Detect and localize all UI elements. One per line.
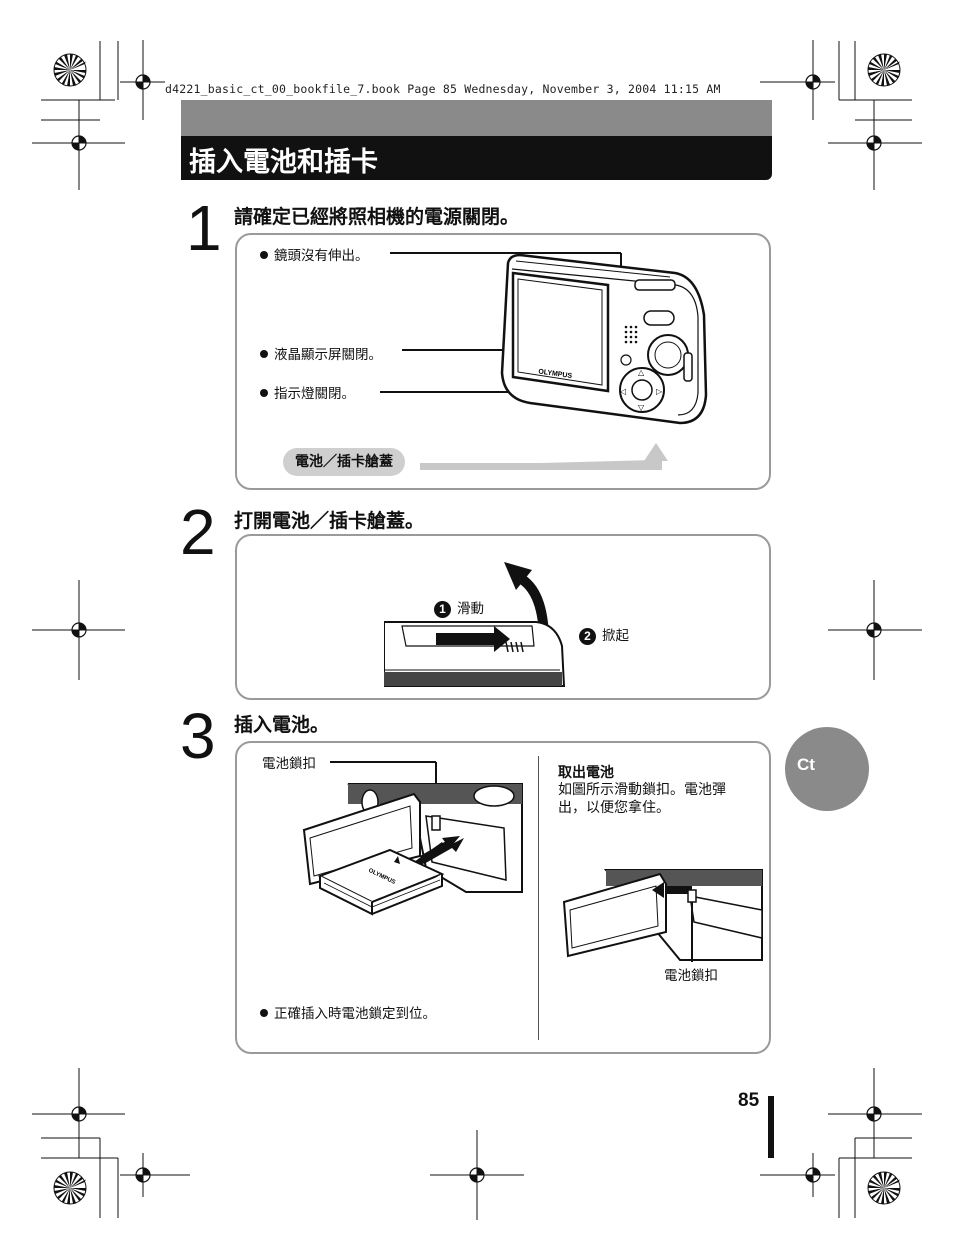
step-badge-2: 2 [579, 627, 596, 645]
bullet-icon [260, 389, 268, 397]
battery-lock-label: 電池鎖扣 [262, 756, 316, 772]
bullet-lcd: 液晶顯示屏關閉。 [260, 343, 382, 363]
step-3-number: 3 [180, 700, 216, 772]
camera-brand: OLYMPUS [538, 368, 573, 380]
language-tab: Ct [785, 727, 869, 811]
step-3-heading: 插入電池。 [234, 714, 330, 736]
remove-battery-illustration [562, 869, 763, 962]
battery-cover-callout: 電池／插卡艙蓋 [283, 448, 405, 476]
section-title-bar: 插入電池和插卡 [181, 136, 772, 180]
action-slide-label: 滑動 [457, 601, 484, 617]
bullet-icon [260, 251, 268, 259]
step-badge-1: 1 [434, 600, 451, 618]
step-2-number: 2 [180, 496, 216, 568]
open-cover-illustration [384, 562, 566, 687]
action-lift: 2 掀起 [579, 624, 629, 645]
insert-battery-illustration: OLYMPUS [302, 761, 523, 916]
bullet-text: 正確插入時電池鎖定到位。 [274, 1006, 436, 1022]
title-bar-accent [181, 100, 772, 136]
language-tab-label: Ct [797, 755, 815, 774]
step-1-number: 1 [186, 192, 222, 264]
bullet-text: 鏡頭沒有伸出。 [274, 248, 369, 264]
camera-back-illustration: OLYMPUS ◁ ▷ △ ▽ [380, 252, 708, 470]
section-title: 插入電池和插卡 [189, 147, 378, 178]
svg-text:▽: ▽ [638, 403, 645, 412]
page-number-bar [768, 1096, 774, 1158]
remove-battery-title: 取出電池 [558, 765, 614, 781]
bullet-icon [260, 1009, 268, 1017]
bullet-text: 液晶顯示屏關閉。 [274, 347, 382, 363]
action-lift-label: 掀起 [602, 628, 629, 644]
svg-text:▷: ▷ [656, 387, 663, 396]
step-1-heading: 請確定已經將照相機的電源關閉。 [234, 206, 520, 228]
bullet-text: 指示燈關閉。 [274, 386, 355, 402]
svg-text:◁: ◁ [619, 387, 626, 396]
print-header: d4221_basic_ct_00_bookfile_7.book Page 8… [165, 82, 721, 96]
bullet-lens: 鏡頭沒有伸出。 [260, 244, 369, 264]
page-number: 85 [738, 1090, 760, 1111]
action-slide: 1 滑動 [434, 597, 484, 618]
battery-lock-label-2: 電池鎖扣 [664, 968, 718, 984]
step-2-heading: 打開電池／插卡艙蓋。 [234, 510, 425, 532]
bullet-indicator: 指示燈關閉。 [260, 382, 355, 402]
bullet-lock-in-place: 正確插入時電池鎖定到位。 [260, 1002, 436, 1022]
remove-battery-body: 如圖所示滑動鎖扣。電池彈出，以便您拿住。 [558, 782, 726, 816]
svg-text:△: △ [638, 368, 645, 377]
bullet-icon [260, 350, 268, 358]
panel-divider [538, 756, 539, 1040]
